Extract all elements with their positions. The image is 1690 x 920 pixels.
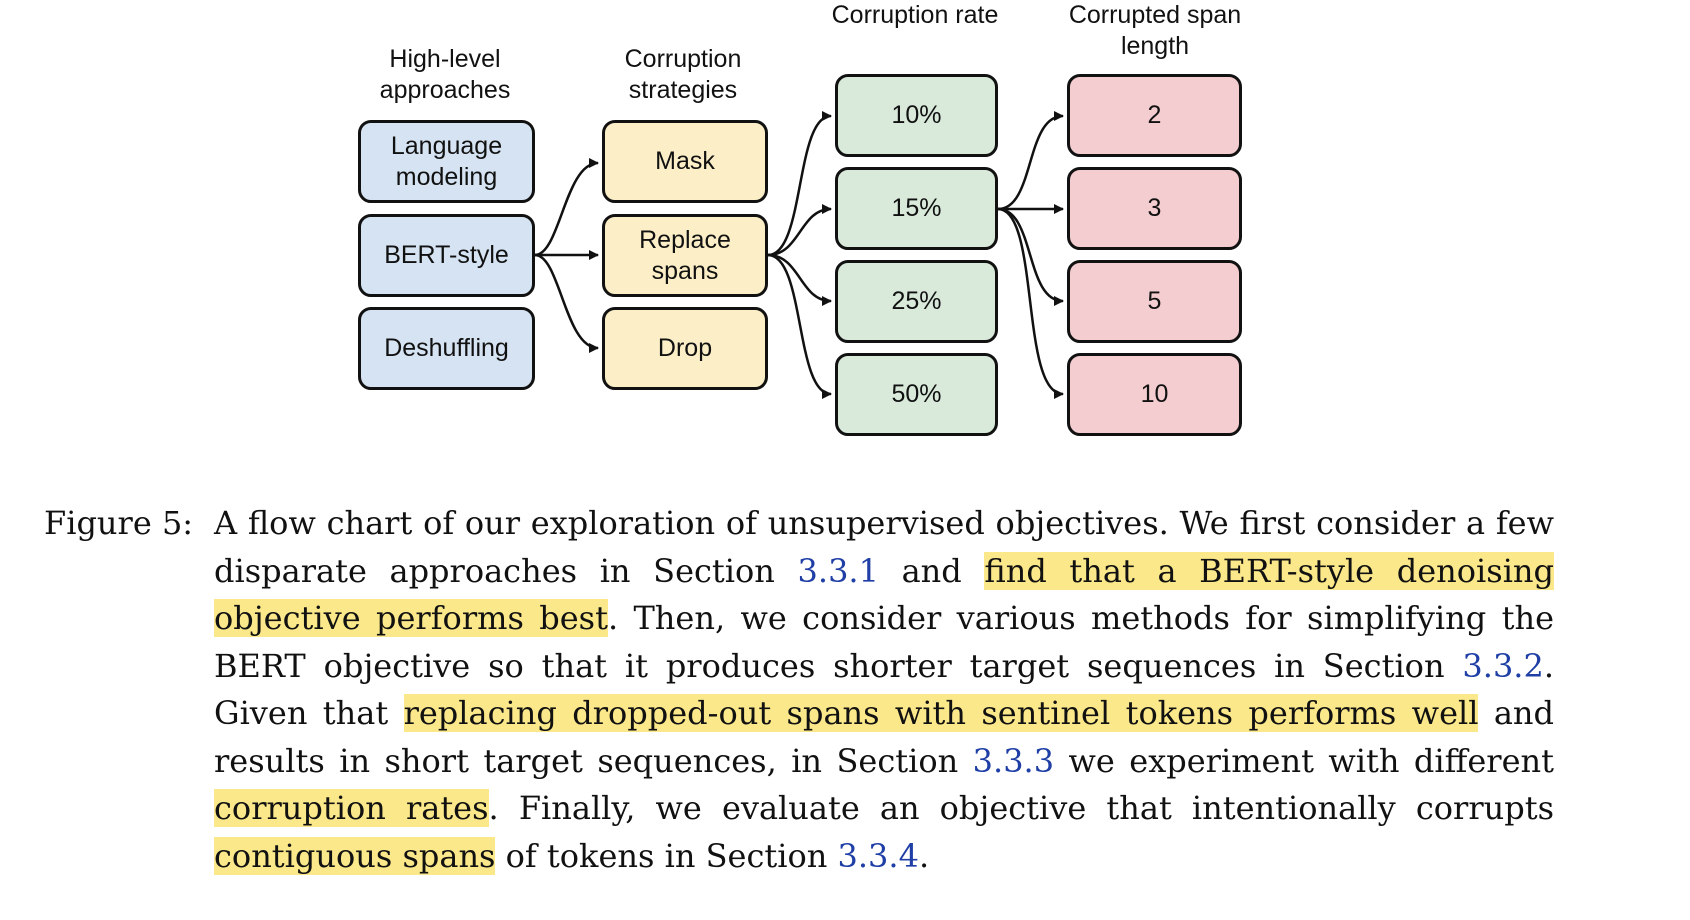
arrow-15-to-2 xyxy=(997,111,1064,211)
node-rate-50: 50% xyxy=(835,353,998,436)
node-span-5: 5 xyxy=(1067,260,1242,343)
header-strategies: Corruption strategies xyxy=(624,45,742,104)
node-rate-10: 10% xyxy=(835,74,998,157)
section-link-3-3-1[interactable]: 3.3.1 xyxy=(797,551,879,590)
caption-segment: . Finally, we evaluate an objective that… xyxy=(488,789,1555,827)
node-rate-25: 25% xyxy=(835,260,998,343)
arrow-bert-to-drop xyxy=(534,253,599,353)
node-drop: Drop xyxy=(602,307,768,390)
node-span-2: 2 xyxy=(1067,74,1242,157)
caption-segment: A flow chart of our exploration of unsup… xyxy=(214,504,1554,590)
caption-text: A flow chart of our exploration of unsup… xyxy=(214,500,1555,880)
section-link-3-3-2[interactable]: 3.3.2 xyxy=(1462,646,1544,685)
section-link-3-3-3[interactable]: 3.3.3 xyxy=(972,741,1055,780)
caption-segment: and results in short target sequences, i… xyxy=(214,694,1555,780)
caption-segment: . xyxy=(918,836,930,875)
header-approaches: High-level approaches xyxy=(379,45,511,104)
node-mask: Mask xyxy=(602,120,768,203)
node-replace-spans: Replace spans xyxy=(602,214,768,297)
arrow-replace-to-50 xyxy=(767,253,832,399)
arrow-replace-to-15 xyxy=(767,204,832,257)
header-rate: Corruption rate xyxy=(831,1,999,29)
arrow-15-to-10 xyxy=(997,207,1064,399)
node-span-3: 3 xyxy=(1067,167,1242,250)
arrow-bert-to-mask xyxy=(534,158,599,257)
caption-segment: and xyxy=(878,551,985,590)
node-bert-style: BERT-style xyxy=(358,214,535,297)
arrow-replace-to-25 xyxy=(767,253,832,306)
flow-arrows xyxy=(534,111,1064,399)
highlight-replacing-spans: replacing dropped-out spans with sentine… xyxy=(403,694,1479,732)
flow-chart: High-level approaches Corruption strateg… xyxy=(358,1,1242,436)
caption-segment: of tokens in Section xyxy=(495,836,838,875)
node-deshuffling: Deshuffling xyxy=(358,307,535,390)
section-link-3-3-4[interactable]: 3.3.4 xyxy=(837,836,919,875)
caption-segment: . Given that xyxy=(214,646,1554,733)
caption-segment: . Then, we consider various methods for … xyxy=(214,599,1555,685)
figure-label: Figure 5: xyxy=(44,504,194,542)
caption-segment: we experiment with different xyxy=(1054,741,1555,780)
arrow-15-to-5 xyxy=(997,207,1064,306)
node-rate-15: 15% xyxy=(835,167,998,250)
highlight-contiguous-spans: contiguous spans xyxy=(214,836,496,875)
highlight-corruption-rates: corruption rates xyxy=(214,789,489,827)
node-language-modeling: Language modeling xyxy=(358,120,535,203)
node-span-10: 10 xyxy=(1067,353,1242,436)
arrow-replace-to-10 xyxy=(767,111,832,257)
header-span-length: Corrupted span length xyxy=(1068,1,1242,60)
